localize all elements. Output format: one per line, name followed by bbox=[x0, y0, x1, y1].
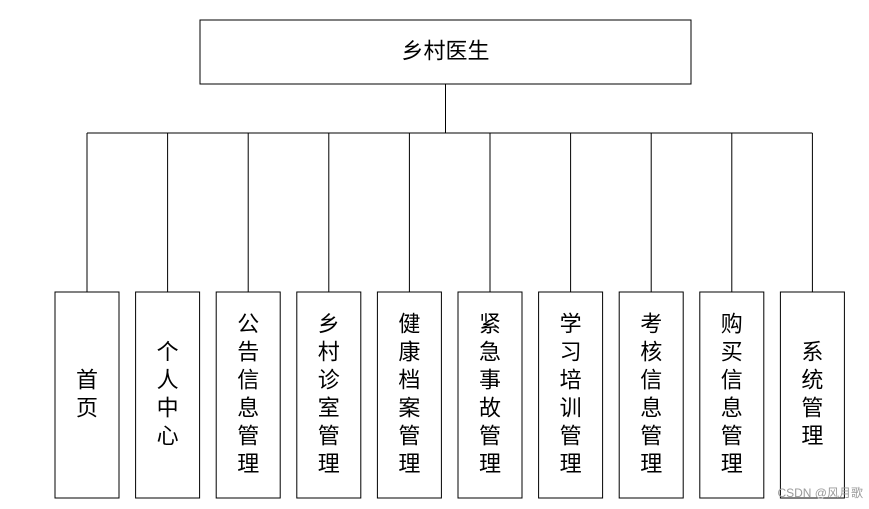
module-label-char: 急 bbox=[479, 341, 501, 366]
module-label-char: 康 bbox=[398, 341, 420, 366]
module-label-char: 管 bbox=[560, 425, 582, 450]
module-label: 公告信息管理 bbox=[237, 313, 259, 478]
connector-lines bbox=[86, 84, 813, 292]
module-node: 紧急事故管理 bbox=[457, 291, 523, 499]
module-label-char: 公 bbox=[237, 313, 259, 338]
module-label: 首页 bbox=[76, 369, 98, 422]
module-label-char: 事 bbox=[479, 369, 501, 394]
module-label-char: 息 bbox=[640, 397, 662, 422]
module-label-char: 诊 bbox=[318, 369, 340, 394]
module-label-char: 室 bbox=[318, 397, 340, 422]
module-label-char: 告 bbox=[237, 341, 259, 366]
module-label-char: 买 bbox=[721, 341, 743, 366]
module-label-char: 培 bbox=[560, 369, 582, 394]
module-box bbox=[538, 291, 604, 499]
module-label-char: 训 bbox=[560, 397, 582, 422]
module-label-char: 个 bbox=[157, 341, 179, 366]
module-label-char: 信 bbox=[237, 369, 259, 394]
module-node: 系统管理 bbox=[779, 291, 845, 499]
module-node: 考核信息管理 bbox=[618, 291, 684, 499]
module-box bbox=[135, 291, 201, 499]
module-label-char: 首 bbox=[76, 369, 98, 394]
module-label-char: 紧 bbox=[479, 313, 501, 338]
module-label-char: 村 bbox=[318, 341, 340, 366]
module-nodes: 首页个人中心公告信息管理乡村诊室管理健康档案管理紧急事故管理学习培训管理考核信息… bbox=[54, 291, 845, 499]
module-label-char: 理 bbox=[398, 453, 420, 478]
module-label-char: 核 bbox=[640, 341, 662, 366]
module-box bbox=[54, 291, 120, 499]
module-node: 乡村诊室管理 bbox=[296, 291, 362, 499]
module-label-char: 理 bbox=[237, 453, 259, 478]
module-node: 公告信息管理 bbox=[215, 291, 281, 499]
module-label: 系统管理 bbox=[801, 341, 823, 450]
root-label: 乡村医生 bbox=[401, 40, 489, 65]
module-label-char: 统 bbox=[801, 369, 823, 394]
module-box bbox=[457, 291, 523, 499]
module-label-char: 心 bbox=[157, 425, 179, 450]
root-box bbox=[199, 19, 692, 85]
module-label-char: 息 bbox=[237, 397, 259, 422]
module-label-char: 理 bbox=[560, 453, 582, 478]
module-node: 个人中心 bbox=[135, 291, 201, 499]
module-label-char: 中 bbox=[157, 397, 179, 422]
module-label: 紧急事故管理 bbox=[479, 313, 501, 478]
module-label-char: 购 bbox=[721, 313, 743, 338]
module-label-char: 档 bbox=[398, 369, 420, 394]
module-label-char: 息 bbox=[721, 397, 743, 422]
module-label-char: 案 bbox=[398, 397, 420, 422]
module-label: 学习培训管理 bbox=[560, 313, 582, 478]
module-label-char: 信 bbox=[721, 369, 743, 394]
module-label-char: 考 bbox=[640, 313, 662, 338]
module-label-char: 习 bbox=[560, 341, 582, 366]
module-label-char: 理 bbox=[640, 453, 662, 478]
module-label-char: 故 bbox=[479, 397, 501, 422]
module-label-char: 管 bbox=[398, 425, 420, 450]
module-label-char: 理 bbox=[721, 453, 743, 478]
module-label-char: 健 bbox=[398, 313, 420, 338]
module-label: 乡村诊室管理 bbox=[318, 313, 340, 478]
module-label-char: 信 bbox=[640, 369, 662, 394]
module-box bbox=[215, 291, 281, 499]
module-label: 健康档案管理 bbox=[398, 313, 420, 478]
module-box bbox=[296, 291, 362, 499]
module-box bbox=[699, 291, 765, 499]
module-label: 考核信息管理 bbox=[640, 313, 662, 478]
module-label: 购买信息管理 bbox=[721, 313, 743, 478]
watermark: CSDN @风月歌 bbox=[777, 486, 863, 500]
module-label-char: 管 bbox=[640, 425, 662, 450]
module-label-char: 学 bbox=[560, 313, 582, 338]
module-node: 首页 bbox=[54, 291, 120, 499]
module-label-char: 管 bbox=[721, 425, 743, 450]
module-label-char: 页 bbox=[76, 397, 98, 422]
module-node: 健康档案管理 bbox=[376, 291, 442, 499]
module-label-char: 理 bbox=[479, 453, 501, 478]
module-label-char: 管 bbox=[479, 425, 501, 450]
module-box bbox=[618, 291, 684, 499]
module-box bbox=[779, 291, 845, 499]
module-node: 学习培训管理 bbox=[538, 291, 604, 499]
module-label-char: 乡 bbox=[318, 313, 340, 338]
module-label-char: 理 bbox=[801, 425, 823, 450]
module-label-char: 理 bbox=[318, 453, 340, 478]
module-label-char: 管 bbox=[237, 425, 259, 450]
module-label-char: 管 bbox=[318, 425, 340, 450]
module-label-char: 人 bbox=[157, 369, 179, 394]
root-node: 乡村医生 bbox=[199, 19, 692, 85]
module-node: 购买信息管理 bbox=[699, 291, 765, 499]
module-label-char: 管 bbox=[801, 397, 823, 422]
module-label: 个人中心 bbox=[157, 341, 179, 450]
module-label-char: 系 bbox=[801, 341, 823, 366]
module-box bbox=[376, 291, 442, 499]
